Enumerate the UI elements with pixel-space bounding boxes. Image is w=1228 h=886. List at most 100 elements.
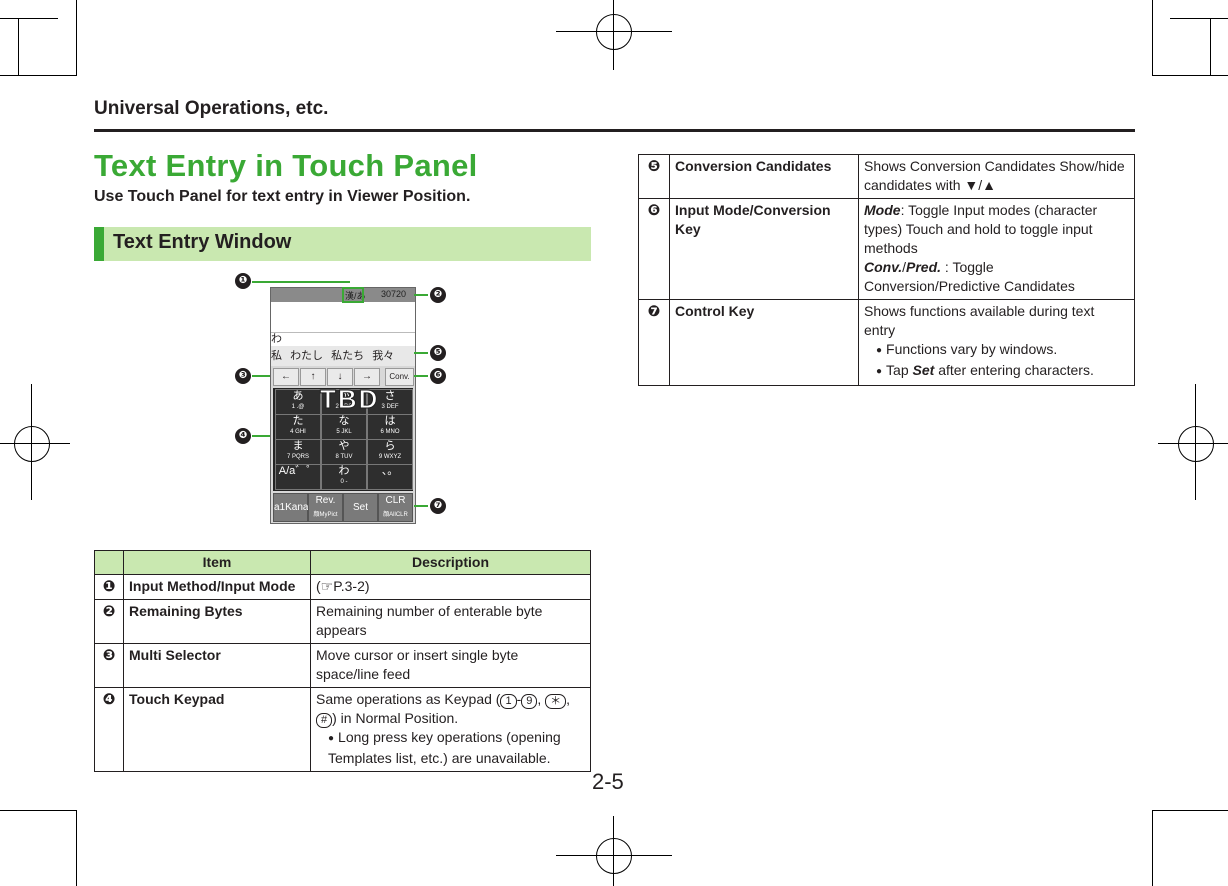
col-header: [94, 550, 124, 575]
callout-line: [252, 375, 270, 377]
col-header: Item: [123, 550, 311, 575]
items-table-left: Item Description ❶ Input Method/Input Mo…: [94, 550, 591, 772]
key-1-icon: 1: [500, 694, 517, 709]
remaining-bytes: 30720: [381, 289, 407, 299]
registration-mark: [1195, 384, 1196, 500]
bullet-item: Functions vary by windows.: [864, 340, 1129, 361]
items-table-right: ❺ Conversion Candidates Shows Conversion…: [638, 154, 1135, 386]
callout-1: ❶: [235, 273, 251, 289]
candidate[interactable]: 私たち: [331, 350, 365, 362]
kana-button[interactable]: a1Kana: [273, 493, 308, 522]
callout-2: ❷: [430, 287, 446, 303]
crop-mark: [1152, 810, 1228, 811]
rev-button[interactable]: Rev.顔MyPict: [308, 493, 343, 522]
crop-mark: [1170, 18, 1228, 19]
key-star-icon: ＊: [545, 694, 567, 709]
band-label: Text Entry Window: [113, 231, 292, 253]
set-button[interactable]: Set: [343, 493, 378, 522]
registration-mark: [14, 426, 50, 462]
arrow-left-icon[interactable]: ←: [273, 368, 299, 386]
table-row: ❶ Input Method/Input Mode (☞P.3-2): [94, 574, 591, 600]
key[interactable]: 、。: [367, 464, 413, 490]
registration-mark: [1158, 443, 1228, 444]
callout-line: [414, 294, 428, 296]
crop-mark: [1210, 18, 1211, 76]
crop-mark: [1152, 75, 1228, 76]
phone-screen: 漢/あ 30720 わ 私 わたし 私たち 我々 ← ↑ ↓ → Conv. あ…: [270, 287, 416, 524]
table-header-row: Item Description: [94, 550, 591, 575]
col-header: Description: [310, 550, 591, 575]
candidate[interactable]: 我々: [372, 350, 395, 362]
header-rule: [94, 129, 1135, 132]
arrow-up-icon[interactable]: ↑: [300, 368, 326, 386]
page-title: Text Entry in Touch Panel: [94, 148, 478, 183]
section-header: Universal Operations, etc.: [94, 98, 329, 119]
page-number: 2-5: [592, 769, 624, 794]
registration-mark: [596, 14, 632, 50]
key[interactable]: A/a゛゜: [275, 464, 321, 490]
table-row: ❸ Multi Selector Move cursor or insert s…: [94, 643, 591, 688]
conv-key[interactable]: Conv.: [385, 368, 414, 386]
callout-box: [342, 287, 364, 303]
table-row: ❺ Conversion Candidates Shows Conversion…: [638, 154, 1135, 199]
text-line: わ: [271, 332, 415, 346]
key-hash-icon: #: [316, 713, 333, 728]
callout-line: [252, 281, 350, 283]
callout-line: [252, 435, 270, 437]
bullet-item: Long press key operations (opening Templ…: [316, 728, 585, 768]
candidate[interactable]: 私: [271, 350, 282, 362]
registration-mark: [0, 443, 70, 444]
registration-mark: [556, 855, 672, 856]
arrow-down-icon[interactable]: ↓: [327, 368, 353, 386]
crop-mark: [0, 75, 76, 76]
table-row: ❹ Touch Keypad Same operations as Keypad…: [94, 687, 591, 772]
callout-line: [414, 375, 428, 377]
arrow-right-icon[interactable]: →: [354, 368, 380, 386]
text-area[interactable]: [271, 302, 415, 332]
crop-mark: [1152, 0, 1153, 76]
crop-mark: [76, 810, 77, 886]
page-subtitle: Use Touch Panel for text entry in Viewer…: [94, 188, 471, 205]
candidate[interactable]: わたし: [290, 350, 324, 362]
callout-line: [414, 352, 428, 354]
crop-mark: [0, 18, 58, 19]
candidate-bar[interactable]: 私 わたし 私たち 我々: [271, 346, 415, 366]
multi-selector: ← ↑ ↓ →: [273, 368, 383, 386]
key-9-icon: 9: [521, 694, 538, 709]
input-mode-indicator: 漢/あ: [345, 291, 366, 301]
table-row: ❻ Input Mode/Conversion Key Mode: Toggle…: [638, 198, 1135, 300]
callout-line: [414, 505, 428, 507]
crop-mark: [1152, 810, 1153, 886]
registration-mark: [613, 816, 614, 886]
callout-3: ❸: [235, 368, 251, 384]
callout-4: ❹: [235, 428, 251, 444]
crop-mark: [18, 18, 19, 76]
band-accent: [94, 227, 104, 261]
registration-mark: [31, 384, 32, 500]
callout-6: ❻: [430, 368, 446, 384]
callout-5: ❺: [430, 345, 446, 361]
show-hide-icon: ▼/▲: [964, 177, 997, 193]
description-cell: Shows Conversion Candidates Show/hide ca…: [858, 154, 1135, 199]
bullet-item: Tap Set after entering characters.: [864, 361, 1129, 382]
table-row: ❼ Control Key Shows functions available …: [638, 299, 1135, 386]
registration-mark: [613, 0, 614, 70]
table-row: ❷ Remaining Bytes Remaining number of en…: [94, 599, 591, 644]
description-cell: Shows functions available during text en…: [858, 299, 1135, 386]
registration-mark: [596, 838, 632, 874]
callout-7: ❼: [430, 498, 446, 514]
registration-mark: [556, 31, 672, 32]
crop-mark: [0, 810, 76, 811]
description-cell: Mode: Toggle Input modes (character type…: [858, 198, 1135, 300]
